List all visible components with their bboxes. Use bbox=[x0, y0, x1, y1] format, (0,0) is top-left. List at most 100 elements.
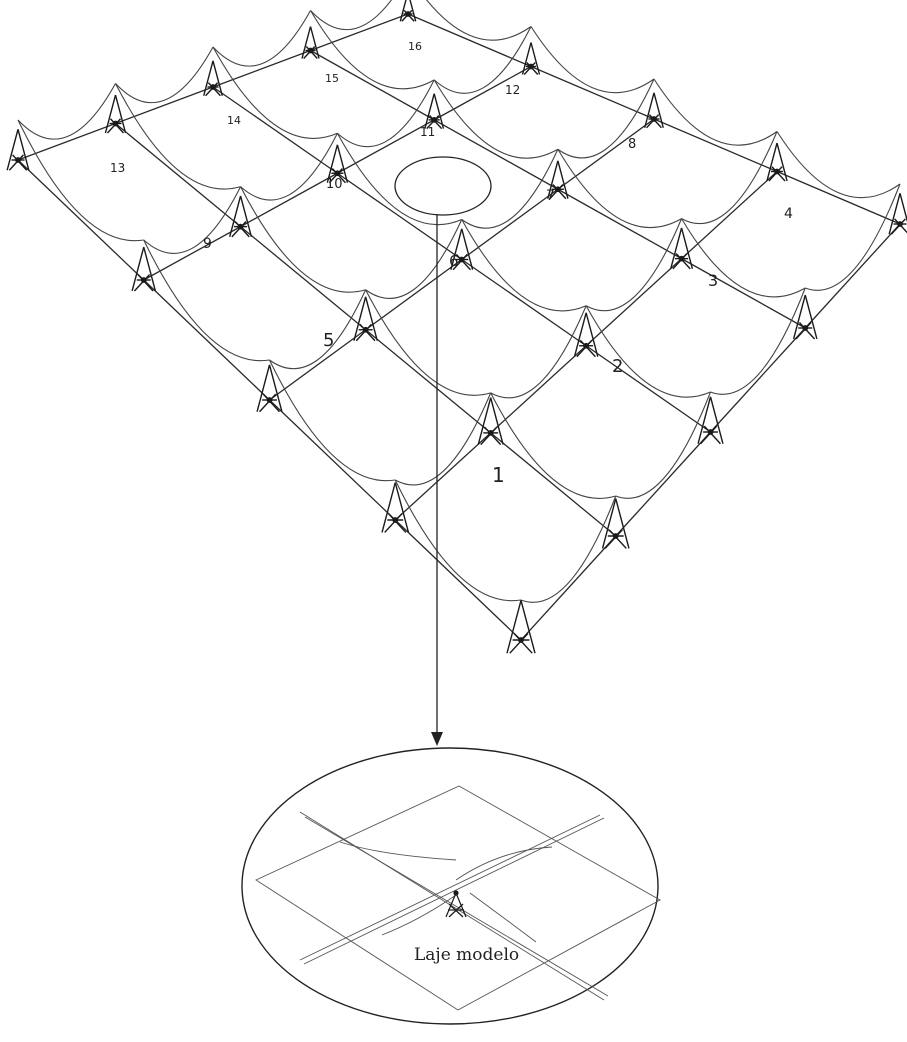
detail-cable-2 bbox=[455, 846, 553, 881]
grid-beam bbox=[585, 258, 683, 347]
panel-label-9: 9 bbox=[203, 236, 212, 252]
grid-beam bbox=[115, 86, 214, 125]
column-tower bbox=[573, 312, 599, 358]
column-tower bbox=[521, 42, 541, 75]
panel-label-7: 7 bbox=[546, 188, 555, 204]
grid-beam bbox=[337, 119, 435, 174]
cable-curve bbox=[615, 391, 712, 499]
cable-curve bbox=[461, 219, 587, 312]
grid-beam bbox=[269, 329, 367, 401]
grid-beam bbox=[240, 226, 367, 331]
grid-beam bbox=[394, 432, 492, 521]
grid-beam bbox=[490, 432, 617, 537]
panel-label-1: 1 bbox=[492, 463, 505, 487]
detail-cable-4 bbox=[469, 892, 537, 943]
cable-curve bbox=[805, 183, 901, 291]
cable-curve bbox=[212, 46, 338, 139]
cable-curve bbox=[115, 46, 214, 104]
panel-label-4: 4 bbox=[784, 206, 793, 222]
detail-column-tower bbox=[445, 890, 467, 918]
grid-beam bbox=[585, 345, 711, 433]
cable-curve bbox=[490, 305, 587, 399]
grid-beam bbox=[461, 258, 587, 347]
column-tower bbox=[399, 0, 417, 22]
grid-beam bbox=[530, 65, 655, 120]
cable-curve bbox=[17, 83, 116, 140]
grid-beam bbox=[269, 399, 396, 521]
cable-curve bbox=[212, 10, 311, 67]
grid-beam bbox=[557, 118, 655, 190]
grid-beam bbox=[17, 122, 116, 161]
cable-curve bbox=[337, 79, 435, 148]
cable-curve bbox=[557, 148, 682, 228]
cable-curve bbox=[336, 132, 462, 226]
cable-curve bbox=[710, 287, 806, 395]
grid-beam bbox=[710, 327, 806, 433]
grid-beam bbox=[17, 159, 145, 281]
column-towers bbox=[6, 0, 907, 654]
cable-curve bbox=[365, 289, 491, 396]
column-tower bbox=[6, 129, 30, 171]
column-tower bbox=[450, 228, 474, 271]
column-tower bbox=[203, 60, 223, 97]
grid-beam bbox=[337, 172, 463, 261]
panel-label-3: 3 bbox=[708, 271, 718, 290]
cable-curve bbox=[240, 133, 338, 201]
cable-curve bbox=[433, 79, 559, 159]
cable-curve bbox=[681, 131, 778, 224]
panel-label-2: 2 bbox=[612, 356, 623, 377]
cable-curve bbox=[585, 305, 711, 398]
cable-curve bbox=[776, 131, 901, 199]
column-tower bbox=[229, 195, 253, 238]
grid-beam bbox=[115, 122, 241, 228]
cable-curve bbox=[310, 0, 392, 31]
detail-view: Laje modelo bbox=[241, 747, 661, 1025]
cable-curve bbox=[143, 239, 270, 362]
grid-beam bbox=[212, 86, 338, 174]
grid-beam bbox=[310, 13, 409, 52]
grid-beam bbox=[804, 223, 901, 329]
cable-curve bbox=[520, 495, 617, 603]
detail-cable-1 bbox=[339, 841, 457, 861]
panel-label-10: 10 bbox=[326, 177, 343, 192]
cable-curve bbox=[143, 186, 242, 254]
cable-curve bbox=[240, 186, 366, 293]
panel-label-6: 6 bbox=[449, 252, 459, 270]
column-tower bbox=[601, 498, 630, 549]
column-tower bbox=[697, 396, 724, 445]
panel-label-8: 8 bbox=[628, 137, 636, 152]
column-tower bbox=[104, 94, 127, 134]
panel-label-14: 14 bbox=[227, 114, 241, 127]
detail-beam-d bbox=[303, 817, 605, 965]
cable-curve bbox=[17, 119, 144, 242]
detail-slab-outline bbox=[255, 785, 661, 1011]
column-tower bbox=[888, 193, 907, 235]
grid-beam bbox=[520, 535, 617, 641]
column-tower bbox=[766, 142, 788, 182]
detail-beam-b bbox=[304, 816, 609, 997]
column-tower bbox=[506, 600, 536, 654]
cable-curve bbox=[653, 78, 778, 146]
column-tower bbox=[301, 26, 320, 59]
grid-beam bbox=[310, 49, 435, 121]
grid-beam bbox=[240, 172, 338, 228]
grid-beam bbox=[433, 65, 532, 121]
grid-beam bbox=[143, 279, 270, 401]
column-tower bbox=[644, 92, 664, 129]
grid-beam bbox=[557, 188, 682, 260]
grid-beam bbox=[433, 119, 559, 190]
panel-labels: 1 2 3 4 5 6 7 8 9 10 11 12 13 14 15 16 bbox=[110, 40, 793, 487]
column-tower bbox=[424, 93, 445, 130]
column-tower bbox=[131, 246, 157, 292]
cable-curve bbox=[115, 83, 241, 190]
cable-curve bbox=[557, 78, 655, 159]
cable-curve bbox=[585, 218, 683, 312]
grid-beam bbox=[461, 188, 559, 261]
panel-label-15: 15 bbox=[325, 72, 339, 85]
grid-beam bbox=[143, 226, 241, 281]
detail-cable-3 bbox=[381, 894, 457, 936]
grid-beam bbox=[394, 519, 522, 641]
cable-curve bbox=[365, 219, 463, 299]
grid-beam bbox=[490, 345, 587, 434]
